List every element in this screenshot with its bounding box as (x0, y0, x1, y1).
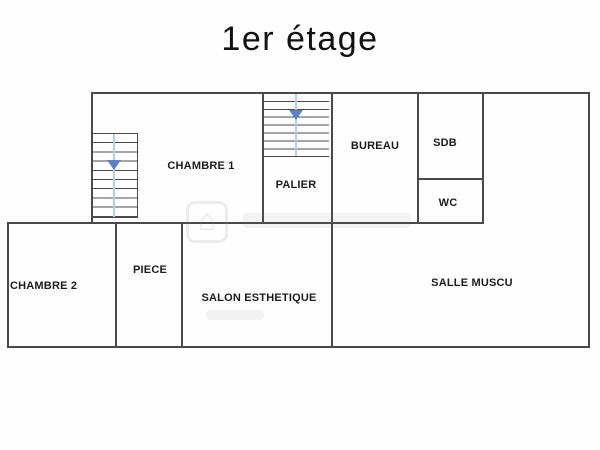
page-title: 1er étage (221, 20, 379, 58)
watermark-smudge (243, 213, 411, 228)
room-label-palier: PALIER (275, 179, 317, 191)
wall-segment (262, 92, 264, 224)
watermark-smudge (206, 310, 264, 320)
room-salle-muscu-extension (484, 94, 588, 222)
arrow-down-icon (107, 160, 121, 170)
room-label-sdb: SDB (433, 137, 457, 149)
room-label-chambre-1: CHAMBRE 1 (167, 160, 235, 172)
room-palier: PALIER (264, 94, 331, 222)
stair-direction-line (295, 94, 297, 156)
wall-segment (7, 222, 484, 224)
wall-segment (181, 222, 183, 348)
room-wc: WC (419, 180, 482, 222)
room-label-bureau: BUREAU (350, 140, 400, 152)
wall-segment (482, 92, 484, 224)
wall-segment (91, 92, 590, 94)
wall-segment (7, 346, 590, 348)
wall-segment (417, 178, 484, 180)
watermark-house-icon: ⌂ (186, 201, 228, 243)
room-salon-esthetique: SALON ESTHETIQUE (183, 224, 331, 346)
room-piece: PIECE (117, 224, 181, 346)
stair-direction-line (113, 134, 115, 217)
room-label-wc: WC (438, 197, 458, 209)
room-chambre-2: CHAMBRE 2 (9, 224, 115, 346)
room-label-piece: PIECE (132, 264, 168, 276)
room-label-salon-esthetique: SALON ESTHETIQUE (201, 292, 317, 304)
wall-segment (588, 92, 590, 348)
wall-segment (417, 92, 419, 224)
wall-segment (115, 222, 117, 348)
room-label-chambre-2: CHAMBRE 2 (10, 280, 78, 292)
wall-segment (331, 92, 333, 348)
room-label-salle-muscu: SALLE MUSCU (431, 277, 513, 289)
room-bureau: BUREAU (333, 94, 417, 222)
wall-segment (91, 92, 93, 224)
wall-segment (7, 222, 9, 348)
room-salle-muscu: SALLE MUSCU (333, 224, 588, 346)
arrow-down-icon (289, 110, 303, 120)
room-chambre-1: CHAMBRE 1 (93, 94, 262, 222)
room-sdb: SDB (419, 94, 482, 178)
staircase-palier (264, 94, 329, 157)
staircase-chambre1 (93, 133, 138, 218)
